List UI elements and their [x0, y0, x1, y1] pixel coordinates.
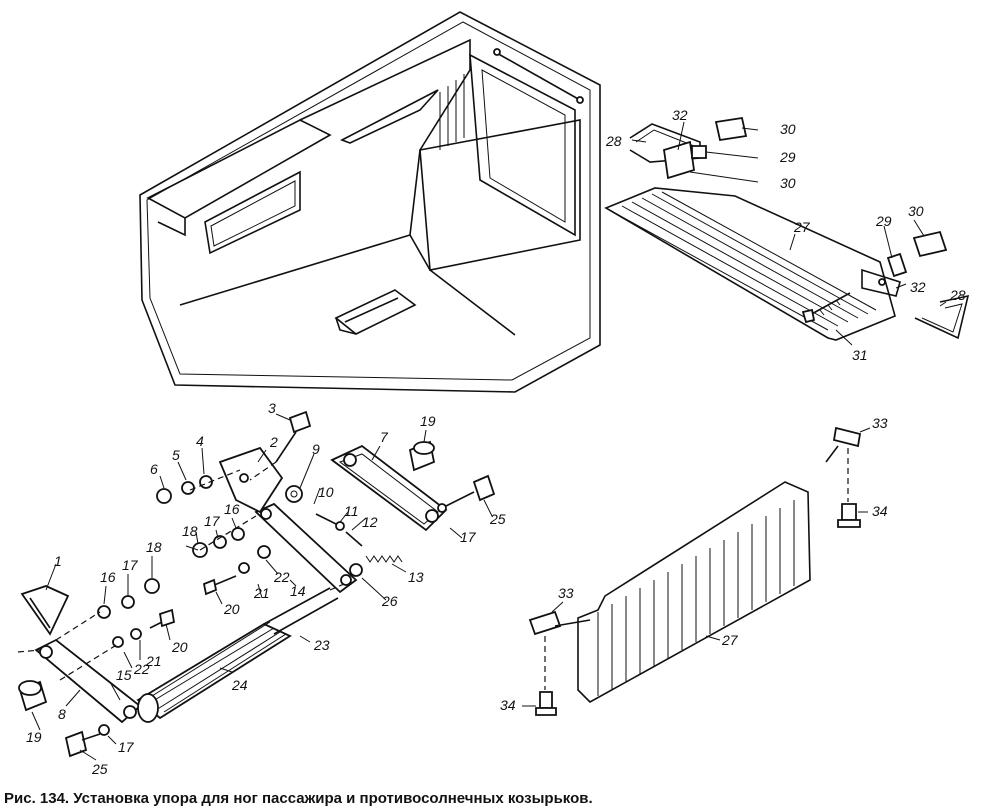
label-7: 7 [380, 429, 389, 445]
label-28a: 28 [605, 133, 622, 149]
label-29a: 29 [779, 149, 796, 165]
label-20b: 20 [171, 639, 188, 655]
label-17a: 17 [122, 557, 139, 573]
label-34b: 34 [500, 697, 516, 713]
label-15: 15 [116, 667, 132, 683]
label-32b: 32 [910, 279, 926, 295]
label-17b: 17 [204, 513, 221, 529]
label-17c: 17 [460, 529, 477, 545]
label-19a: 19 [420, 413, 436, 429]
label-24: 24 [231, 677, 248, 693]
label-29b: 29 [875, 213, 892, 229]
label-10: 10 [318, 484, 334, 500]
label-25a: 25 [489, 511, 506, 527]
label-9: 9 [312, 441, 320, 457]
label-21a: 21 [253, 585, 270, 601]
label-19b: 19 [26, 729, 42, 745]
label-5: 5 [172, 447, 180, 463]
label-33b: 33 [558, 585, 574, 601]
label-4: 4 [196, 433, 204, 449]
label-27a: 27 [793, 219, 811, 235]
label-27b: 27 [721, 632, 739, 648]
label-2: 2 [269, 434, 278, 450]
label-30b: 30 [780, 175, 796, 191]
label-16b: 16 [224, 501, 240, 517]
label-22b: 22 [133, 661, 150, 677]
label-11: 11 [344, 503, 359, 519]
label-32a: 32 [672, 107, 688, 123]
label-34a: 34 [872, 503, 888, 519]
label-3: 3 [268, 400, 276, 416]
label-18b: 18 [182, 523, 198, 539]
sun-visor-upper [604, 116, 970, 346]
label-21b: 21 [145, 653, 162, 669]
label-8: 8 [58, 706, 66, 722]
label-26: 26 [381, 593, 398, 609]
label-22a: 22 [273, 569, 290, 585]
label-25b: 25 [91, 761, 108, 777]
foot-rest-mechanism [17, 410, 496, 761]
label-31: 31 [852, 347, 868, 363]
label-30c: 30 [908, 203, 924, 219]
label-23: 23 [313, 637, 330, 653]
label-30a: 30 [780, 121, 796, 137]
label-18a: 18 [146, 539, 162, 555]
label-28b: 28 [949, 287, 966, 303]
label-16a: 16 [100, 569, 116, 585]
label-33a: 33 [872, 415, 888, 431]
label-12: 12 [362, 514, 378, 530]
label-6: 6 [150, 461, 158, 477]
label-14: 14 [290, 583, 306, 599]
label-13: 13 [408, 569, 424, 585]
label-17d: 17 [118, 739, 135, 755]
label-20a: 20 [223, 601, 240, 617]
part-labels: 1 2 3 4 5 6 7 8 9 10 11 12 13 14 15 16 1… [26, 107, 966, 777]
sun-visor-lower [522, 426, 871, 716]
cabin-interior [139, 11, 601, 393]
figure-caption: Рис. 134. Установка упора для ног пассаж… [4, 790, 593, 807]
label-1: 1 [54, 553, 62, 569]
